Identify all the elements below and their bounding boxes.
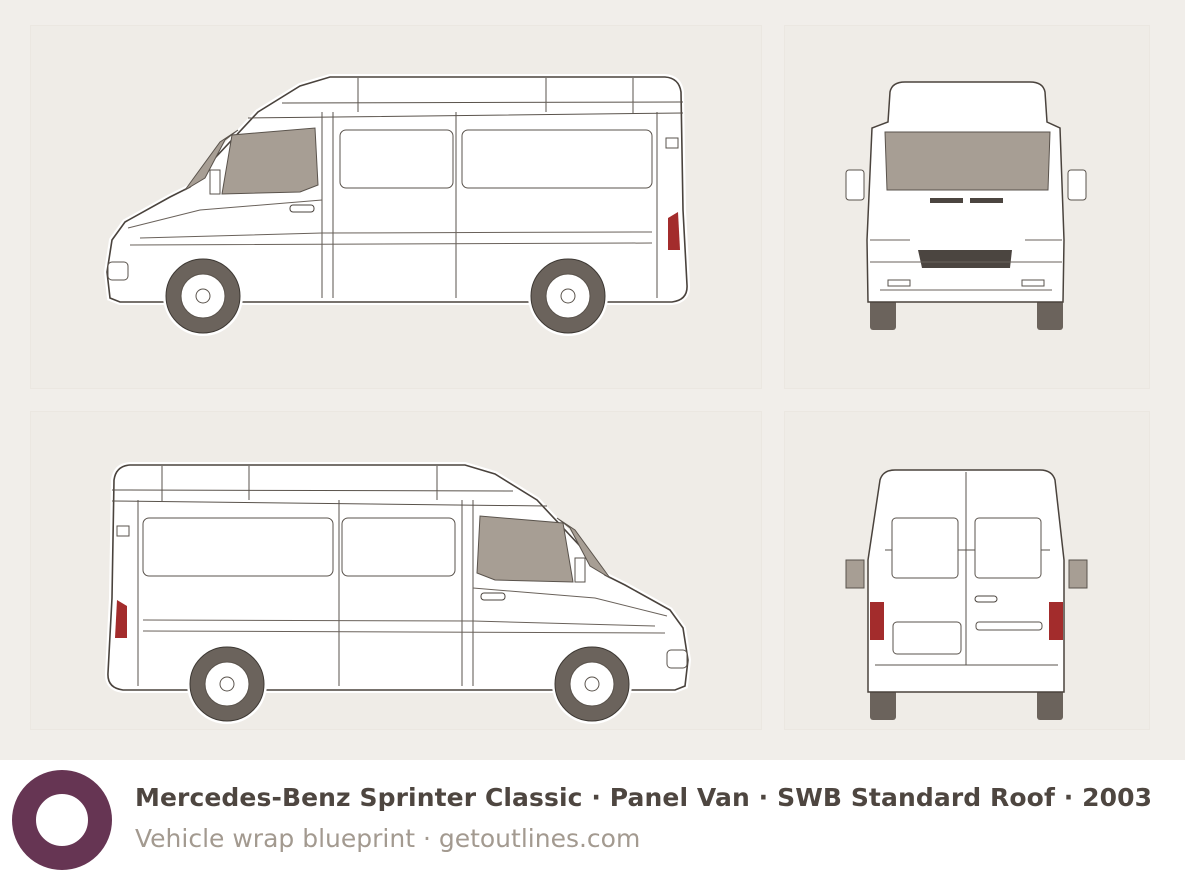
brand-logo-ring: [12, 770, 112, 870]
blueprint-canvas: [0, 0, 1185, 760]
van-front-view: [845, 81, 1087, 330]
vehicle-title: Mercedes-Benz Sprinter Classic · Panel V…: [135, 783, 1153, 812]
van-drawings: [0, 0, 1088, 760]
vehicle-subtitle: Vehicle wrap blueprint · getoutlines.com: [135, 824, 641, 853]
van-left-side-view: [107, 77, 687, 336]
caption-bar: [0, 760, 1185, 880]
van-right-side-view: [108, 465, 688, 724]
van-rear-view: [845, 469, 1088, 720]
